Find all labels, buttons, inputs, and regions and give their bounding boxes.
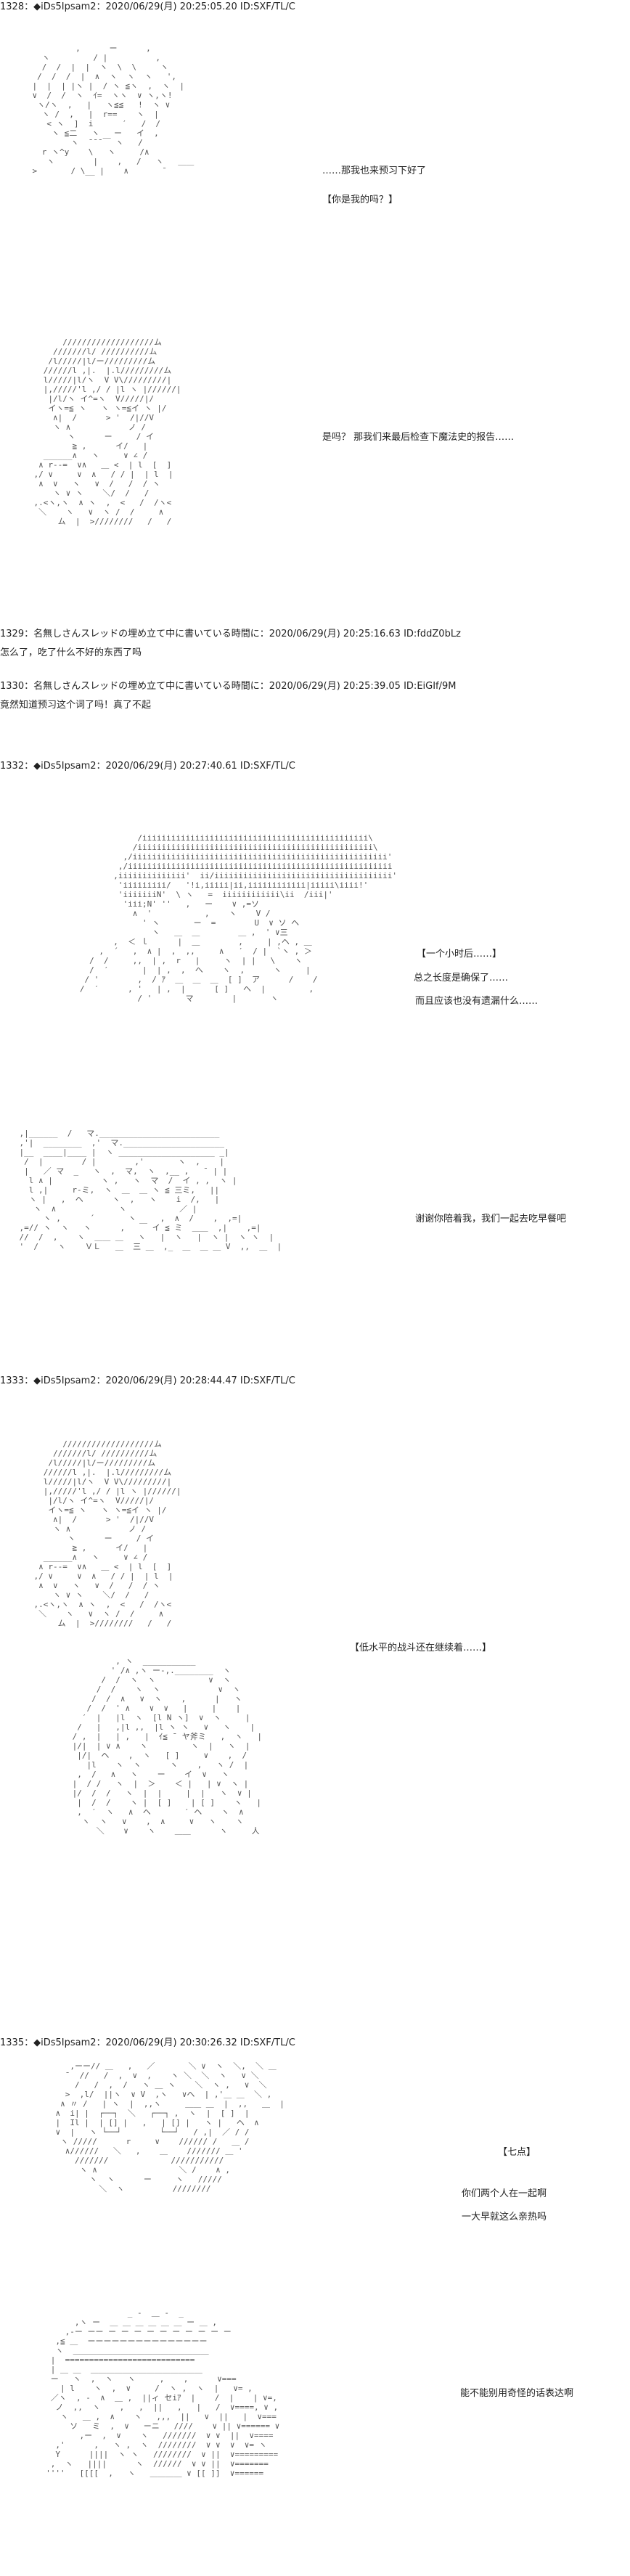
- post-header: 1332：◆iDs5Ipsam2：2020/06/29(月) 20:27:40.…: [0, 761, 295, 772]
- dialogue-line: 你们两个人在一起啊: [462, 2188, 547, 2199]
- dialogue-line: 【低水平的战斗还在继续着……】: [350, 1643, 492, 1653]
- ascii-art-couple-1: ,ーー// ＿ , ／ ＼ ∨ ヽ ＼, ＼ ＿ ̄ // / , ∨ , ヽ …: [55, 2061, 285, 2193]
- reply-text: 怎么了，吃了什么不好的东西了吗: [0, 647, 142, 658]
- bracket-label: 【七点】: [498, 2147, 536, 2158]
- dialogue-line: 是吗？ 那我们来最后检查下魔法史的报告……: [322, 432, 515, 443]
- post-header: 1328：◆iDs5Ipsam2：2020/06/29(月) 20:25:05.…: [0, 1, 295, 12]
- dialogue-line: ……那我也来预习下好了: [322, 165, 427, 176]
- dialogue-line: 一大早就这么亲热吗: [462, 2212, 547, 2223]
- dialogue-line: 能不能别用奇怪的话表达啊: [460, 2388, 574, 2399]
- ascii-art-boy-3: , ヽ ___________ ' /∧ ,ヽ ー-,.________ ヽ /…: [72, 1656, 263, 1836]
- post-header: 1329：名無しさんスレッドの埋め立て中に書いている時間に：2020/06/29…: [0, 629, 461, 639]
- ascii-art-girl-3: ///////////////////ム ///////l/ /////////…: [33, 1439, 181, 1628]
- ascii-art-couple-2: _ - ＿ - _ ,ヽ ー ＿ ＿ ＿ ＿ ＿ ＿ ー ＿ , ,-ー ーー …: [46, 2308, 280, 2478]
- dialogue-line: 【一个小时后……】: [417, 949, 502, 960]
- dialogue-line: 谢谢你陪着我，我们一起去吃早餐吧: [415, 1214, 567, 1224]
- post-header: 1335：◆iDs5Ipsam2：2020/06/29(月) 20:30:26.…: [0, 2037, 295, 2048]
- reply-text: 竟然知道预习这个词了吗！真了不起: [0, 700, 152, 711]
- dialogue-line: 而且应该也没有遗漏什么……: [415, 996, 539, 1007]
- ascii-art-girl-1: , ー , ヽ / | , / / | | ヽ \ \ ヽ / / / | ∧ …: [32, 44, 195, 176]
- post-header: 1330：名無しさんスレッドの埋め立て中に書いている時間に：2020/06/29…: [0, 681, 457, 692]
- dialogue-line: 【你是我的吗？】: [322, 195, 398, 205]
- ascii-art-boy-1: /iiiiiiiiiiiiiiiiiiiiiiiiiiiiiiiiiiiiiii…: [79, 833, 397, 1003]
- dialogue-line: 总之长度是确保了……: [414, 973, 509, 984]
- ascii-art-girl-2: ///////////////////ム ///////l/ /////////…: [33, 338, 181, 526]
- post-header: 1333：◆iDs5Ipsam2：2020/06/29(月) 20:28:44.…: [0, 1375, 295, 1386]
- ascii-art-boy-2: ,|______ / マ._________________________ ,…: [19, 1129, 282, 1251]
